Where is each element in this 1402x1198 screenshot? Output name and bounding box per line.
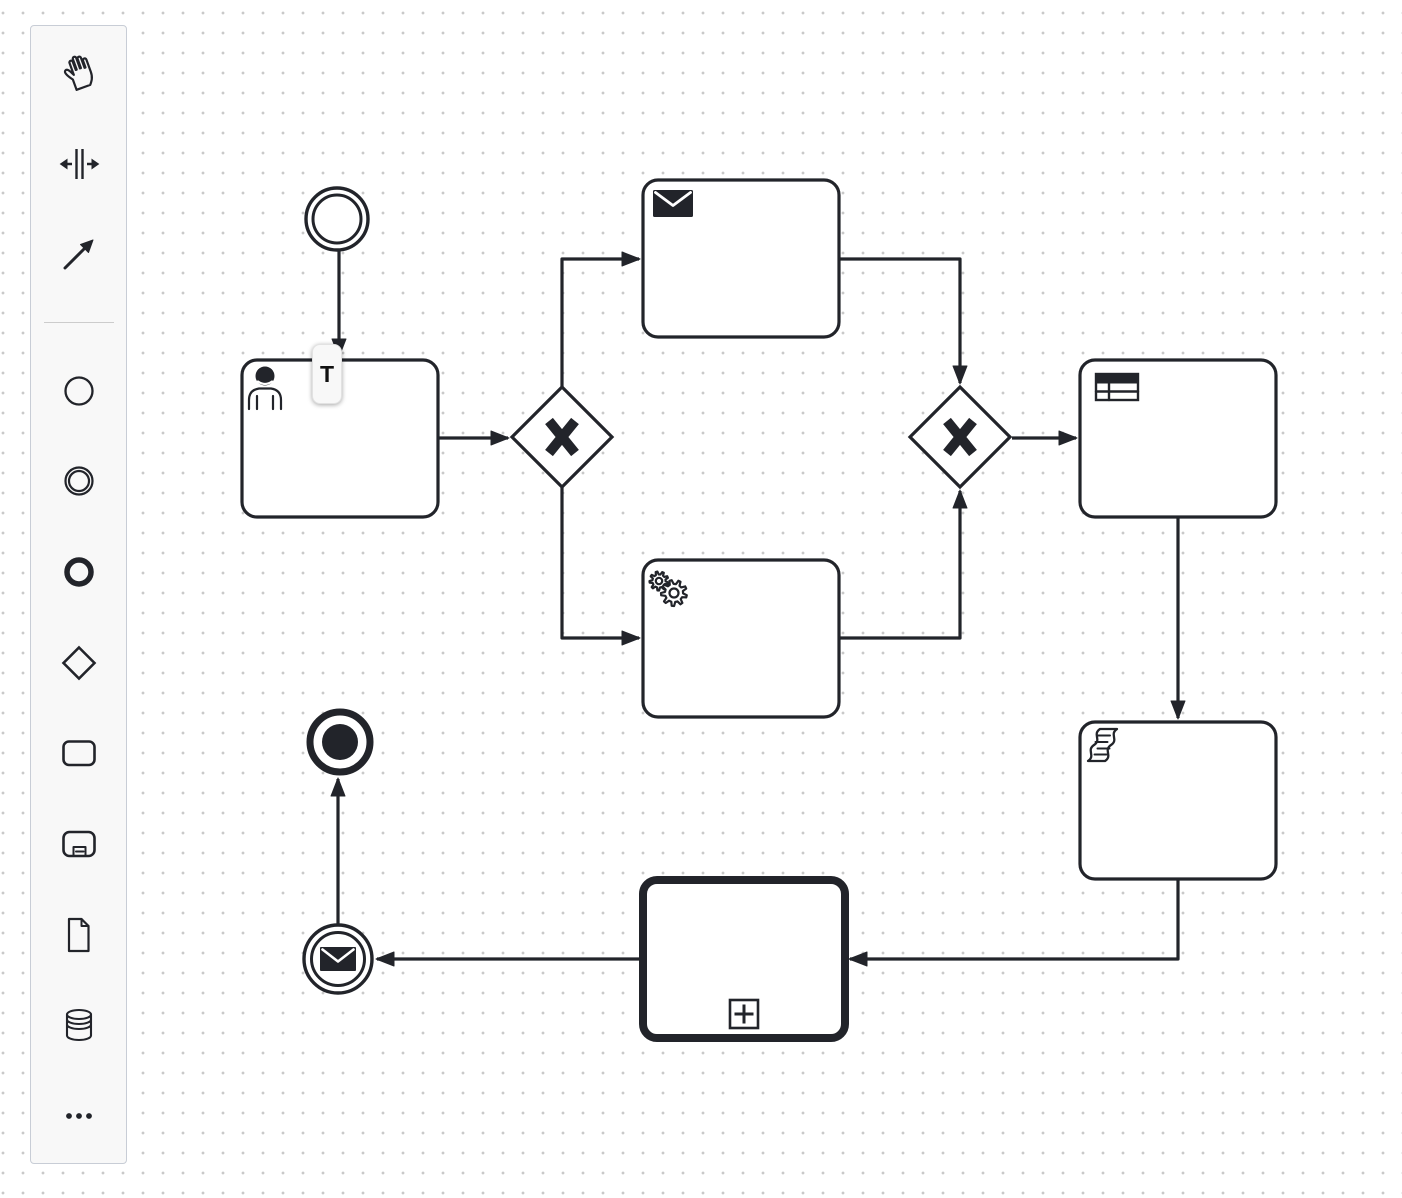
thin-circle-icon: [63, 375, 94, 406]
palette-create-data-store[interactable]: [56, 1002, 102, 1048]
token-badge-label: T: [319, 360, 335, 387]
thick-circle-icon: [63, 557, 94, 587]
ellipsis-icon: [65, 1112, 92, 1119]
terminate-end-event[interactable]: [306, 708, 374, 776]
palette: [30, 25, 127, 1164]
exclusive-gateway-split[interactable]: [509, 384, 615, 490]
exclusive-gateway-join[interactable]: [907, 384, 1013, 490]
palette-global-connect-tool[interactable]: [56, 231, 102, 277]
send-task[interactable]: [641, 178, 841, 339]
flow-gateway-to-service-task[interactable]: [560, 487, 641, 646]
space-tool-icon: [59, 148, 99, 179]
collapsed-subprocess[interactable]: [639, 876, 849, 1042]
palette-space-tool[interactable]: [56, 141, 102, 187]
intermediate-event-top[interactable]: [304, 186, 370, 252]
connection-arrow-icon: [63, 239, 93, 270]
palette-create-intermediate-event[interactable]: [56, 458, 102, 504]
token-badge: T: [312, 344, 342, 404]
script-task[interactable]: [1078, 720, 1278, 881]
message-throw-event[interactable]: [302, 923, 374, 995]
palette-create-gateway[interactable]: [56, 640, 102, 686]
palette-create-end-event[interactable]: [56, 549, 102, 595]
palette-create-start-event[interactable]: [56, 368, 102, 414]
palette-separator: [43, 321, 114, 323]
flow-service-task-to-join[interactable]: [839, 489, 968, 640]
flow-gateway-to-send-task[interactable]: [560, 251, 641, 387]
user-task[interactable]: [240, 358, 440, 519]
palette-palette-more[interactable]: [56, 1093, 102, 1139]
document-icon: [67, 917, 90, 952]
flow-send-task-to-join[interactable]: [839, 257, 968, 385]
palette-hand-tool[interactable]: [56, 50, 102, 96]
palette-create-subprocess[interactable]: [56, 821, 102, 867]
rounded-rectangle-icon: [61, 740, 96, 767]
service-task[interactable]: [641, 558, 841, 719]
double-circle-icon: [63, 466, 94, 496]
database-icon: [65, 1009, 92, 1042]
business-rule-task[interactable]: [1078, 358, 1278, 519]
hand-icon: [63, 55, 93, 91]
palette-create-data-object[interactable]: [56, 912, 102, 958]
palette-create-task[interactable]: [56, 730, 102, 776]
diamond-icon: [61, 645, 96, 680]
flow-script-to-subprocess[interactable]: [848, 880, 1180, 967]
subprocess-icon: [61, 830, 96, 858]
